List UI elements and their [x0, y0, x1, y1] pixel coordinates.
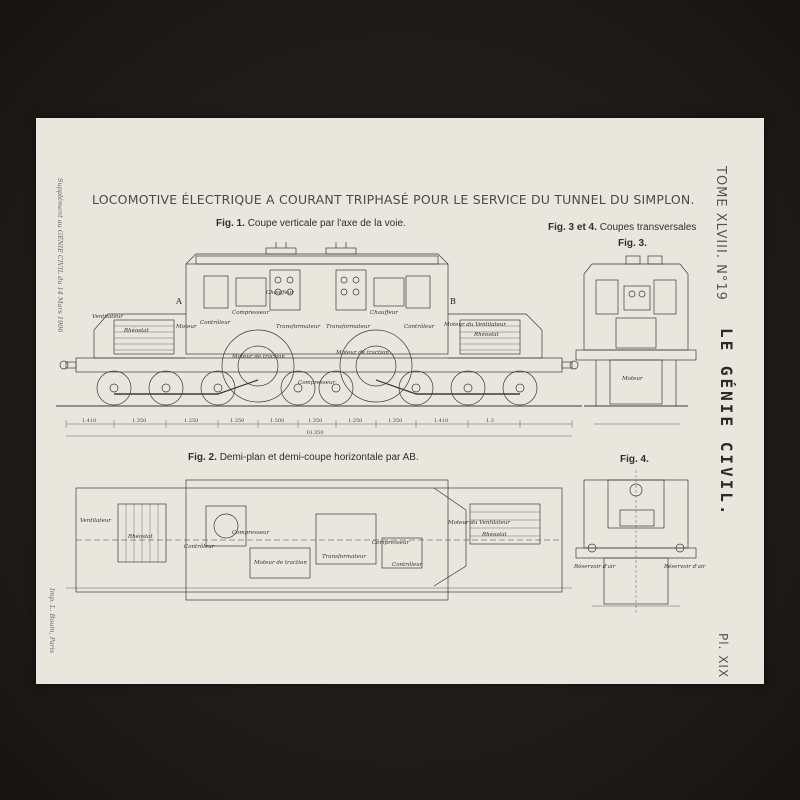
fig1-label-moteur-traction-right: Moteur de traction	[335, 350, 389, 356]
fig1-dim-7: 1.350	[388, 418, 402, 424]
fig2-label-rheostat-left: Rhéostat	[127, 533, 154, 540]
fig2-label-compresseur-left: Compresseur	[232, 530, 270, 536]
fig1-label-ventilateur: Ventilateur	[92, 314, 123, 320]
fig1-dim-0: 1.410	[82, 418, 96, 424]
fig1-dim-total: 10.350	[306, 430, 324, 436]
fig2-label-transformateur: Transformateur	[322, 554, 366, 560]
fig1-dim-1: 1.350	[132, 418, 146, 424]
fig1-number: Fig. 1.	[216, 218, 245, 229]
fig1-label-moteur-ventilateur: Moteur du Ventilateur	[443, 322, 506, 328]
fig1-label-transformateur-left: Transformateur	[276, 324, 320, 330]
fig1-dim-5: 1.350	[308, 418, 322, 424]
fig1-label-compresseur-center: Compresseur	[298, 380, 336, 386]
fig3-label-moteur: Moteur	[621, 376, 643, 382]
fig1-label-chauffeur: Chauffeur	[370, 310, 398, 316]
fig1-caption-text: Coupe verticale par l'axe de la voie.	[247, 218, 406, 229]
fig1-label-chauffeur2: Chauffeur	[266, 290, 294, 296]
fig1-label-rheostat-left: Rhéostat	[123, 327, 150, 334]
section-mark-b: B	[450, 297, 456, 306]
fig1-label-moteur: Moteur	[175, 324, 197, 330]
fig4-label-reservoir-right: Réservoir d'air	[663, 563, 706, 570]
fig4-drawing	[575, 470, 697, 614]
fig2-label-controleur: Contrôleur	[184, 543, 215, 550]
fig2-label-moteur-traction: Moteur de traction	[253, 560, 307, 566]
fig2-label-controleur-right: Contrôleur	[392, 561, 423, 568]
fig2-caption-text: Demi-plan et demi-coupe horizontale par …	[219, 452, 419, 463]
fig4-caption: Fig. 4.	[620, 454, 649, 465]
fig2-drawing	[66, 479, 572, 601]
fig1-dim-3: 1.350	[230, 418, 244, 424]
fig1-dim-9: 1.3	[486, 418, 494, 424]
fig2-number: Fig. 2.	[188, 452, 217, 463]
fig1-caption: Fig. 1. Coupe verticale par l'axe de la …	[216, 218, 406, 229]
fig4-number: Fig. 4.	[620, 454, 649, 465]
fig1-drawing	[56, 242, 582, 437]
drawings: A B Ventilateur Rhéostat Moteur Contrôle…	[56, 242, 706, 614]
fig34-caption: Fig. 3 et 4. Coupes transversales	[548, 222, 696, 233]
fig1-label-transformateur-right: Transformateur	[326, 324, 370, 330]
fig1-label-rheostat-right: Rhéostat	[473, 331, 500, 338]
fig3-caption: Fig. 3.	[618, 238, 647, 249]
fig1-dim-8: 1.410	[434, 418, 448, 424]
fig2-label-compresseur-right: Compresseur	[372, 540, 410, 546]
fig1-label-controleur-right: Contrôleur	[404, 323, 435, 330]
fig1-dim-6: 1.250	[348, 418, 362, 424]
fig2-label-ventilateur: Ventilateur	[80, 518, 111, 524]
fig34-caption-text: Coupes transversales	[599, 222, 697, 233]
fig1-label-moteur-traction-left: Moteur de traction	[231, 354, 285, 360]
fig1-dim-4: 1.500	[270, 418, 284, 424]
fig34-number: Fig. 3 et 4.	[548, 222, 597, 233]
fig3-number: Fig. 3.	[618, 238, 647, 249]
fig2-label-moteur-ventilateur: Moteur du Ventilateur	[447, 520, 510, 526]
fig4-label-reservoir-left: Réservoir d'air	[573, 563, 616, 570]
fig1-label-compresseur: Compresseur	[232, 310, 270, 316]
section-mark-a: A	[175, 297, 182, 306]
fig1-label-controleur-left: Contrôleur	[200, 319, 231, 326]
fig3-drawing	[575, 255, 697, 425]
engraving-sheet: LOCOMOTIVE ÉLECTRIQUE A COURANT TRIPHASÉ…	[36, 118, 764, 684]
plate-title: LOCOMOTIVE ÉLECTRIQUE A COURANT TRIPHASÉ…	[92, 192, 695, 207]
fig2-caption: Fig. 2. Demi-plan et demi-coupe horizont…	[188, 452, 419, 463]
fig1-dim-2: 1.250	[184, 418, 198, 424]
fig2-label-rheostat-right: Rhéostat	[481, 531, 508, 538]
